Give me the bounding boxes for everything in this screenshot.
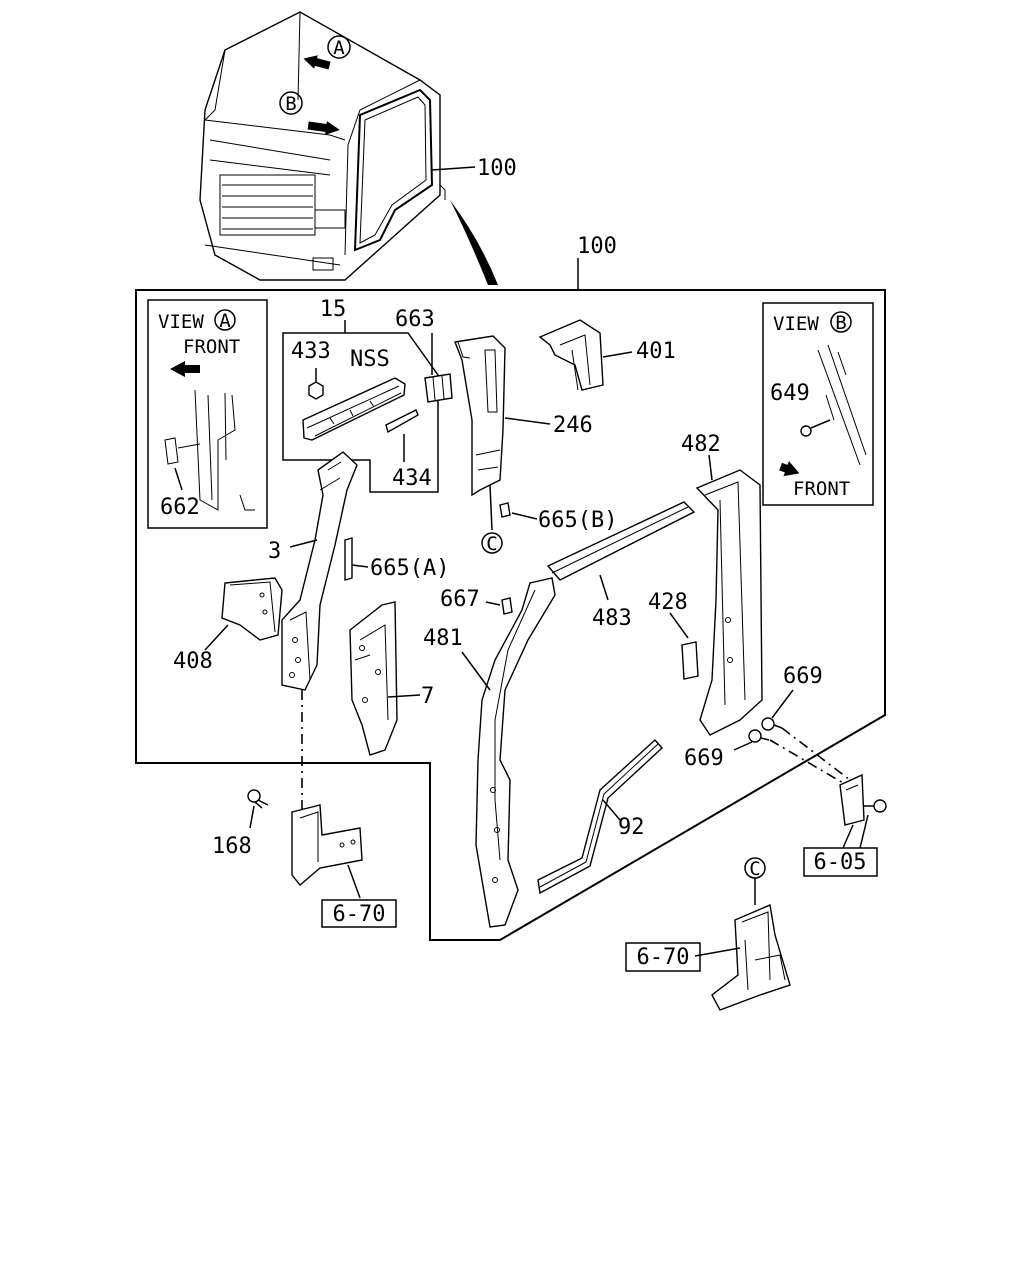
part-3-shape	[281, 451, 358, 691]
plate-428	[681, 641, 699, 680]
part-481: 481	[423, 626, 463, 651]
bracket-lower-left	[291, 804, 363, 887]
cab-marker-a-text: A	[333, 37, 345, 59]
cab-marker-b-text: B	[285, 93, 296, 115]
bracket-605	[839, 773, 887, 826]
part-483-shape	[546, 501, 696, 581]
view-b-inset: VIEW B 649 FRONT	[762, 302, 874, 506]
bolt-669-upper	[761, 717, 783, 731]
bolt-669-lower	[748, 729, 770, 743]
marker-c2: C	[749, 858, 760, 880]
part-401-shape	[538, 319, 604, 391]
part-662: 662	[160, 495, 200, 520]
cab-marker-a: A	[327, 35, 351, 59]
block-663	[424, 373, 453, 403]
bracket-lower-right	[711, 904, 791, 1011]
part-482: 482	[681, 432, 721, 457]
view-a-title: VIEW	[158, 311, 204, 333]
bracket-434	[385, 409, 419, 434]
bolt-168	[247, 789, 269, 809]
view-b-arrow-icon	[779, 461, 800, 477]
ref-box-670-right[interactable]	[625, 942, 701, 972]
part-433: 433	[291, 339, 331, 364]
part-428: 428	[648, 590, 688, 615]
label-nss: NSS	[350, 347, 390, 372]
part-401: 401	[636, 339, 676, 364]
ref-box-670-left[interactable]	[321, 899, 397, 928]
assembly-boundary	[135, 289, 886, 941]
view-a-arrow-icon	[170, 361, 200, 377]
cab-marker-b: B	[279, 91, 303, 115]
ref-670-left[interactable]: 6-70	[333, 902, 386, 927]
part-663: 663	[395, 307, 435, 332]
part-483: 483	[592, 606, 632, 631]
part-434: 434	[392, 466, 432, 491]
part-246-shape	[454, 335, 506, 497]
part-15: 15	[320, 297, 347, 322]
ref-670-right[interactable]: 6-70	[637, 945, 690, 970]
part-481-shape	[475, 577, 556, 928]
part-246: 246	[553, 413, 593, 438]
part-7-shape	[349, 601, 398, 756]
part-168: 168	[212, 834, 252, 859]
nut-433	[308, 381, 324, 400]
view-b-marker: B	[835, 312, 846, 334]
ref-box-605[interactable]	[803, 847, 878, 877]
ref-605[interactable]: 6-05	[814, 850, 867, 875]
cab-label: 100	[477, 156, 517, 181]
view-a-direction: FRONT	[183, 336, 240, 358]
view-b-title: VIEW	[773, 313, 819, 335]
part-669b: 669	[684, 746, 724, 771]
view-b-direction: FRONT	[793, 478, 850, 500]
part-408-shape	[221, 577, 283, 641]
part-649: 649	[770, 381, 810, 406]
part-667: 667	[440, 587, 480, 612]
plate-665a	[344, 537, 353, 581]
marker-c: C	[486, 533, 497, 555]
clip-667	[501, 597, 513, 615]
part-3: 3	[268, 539, 281, 564]
view-a-inset: VIEW A FRONT 662	[147, 299, 268, 529]
part-7: 7	[421, 684, 434, 709]
part-92: 92	[618, 815, 645, 840]
view-a-marker: A	[219, 310, 231, 332]
part-669a: 669	[783, 664, 823, 689]
part-665a: 665(A)	[370, 556, 449, 581]
part-482-shape	[695, 469, 763, 736]
cab-illustration	[199, 11, 498, 285]
part-408: 408	[173, 649, 213, 674]
assembly-label: 100	[577, 234, 617, 259]
part-92-shape	[537, 739, 663, 895]
part-665b: 665(B)	[538, 508, 617, 533]
